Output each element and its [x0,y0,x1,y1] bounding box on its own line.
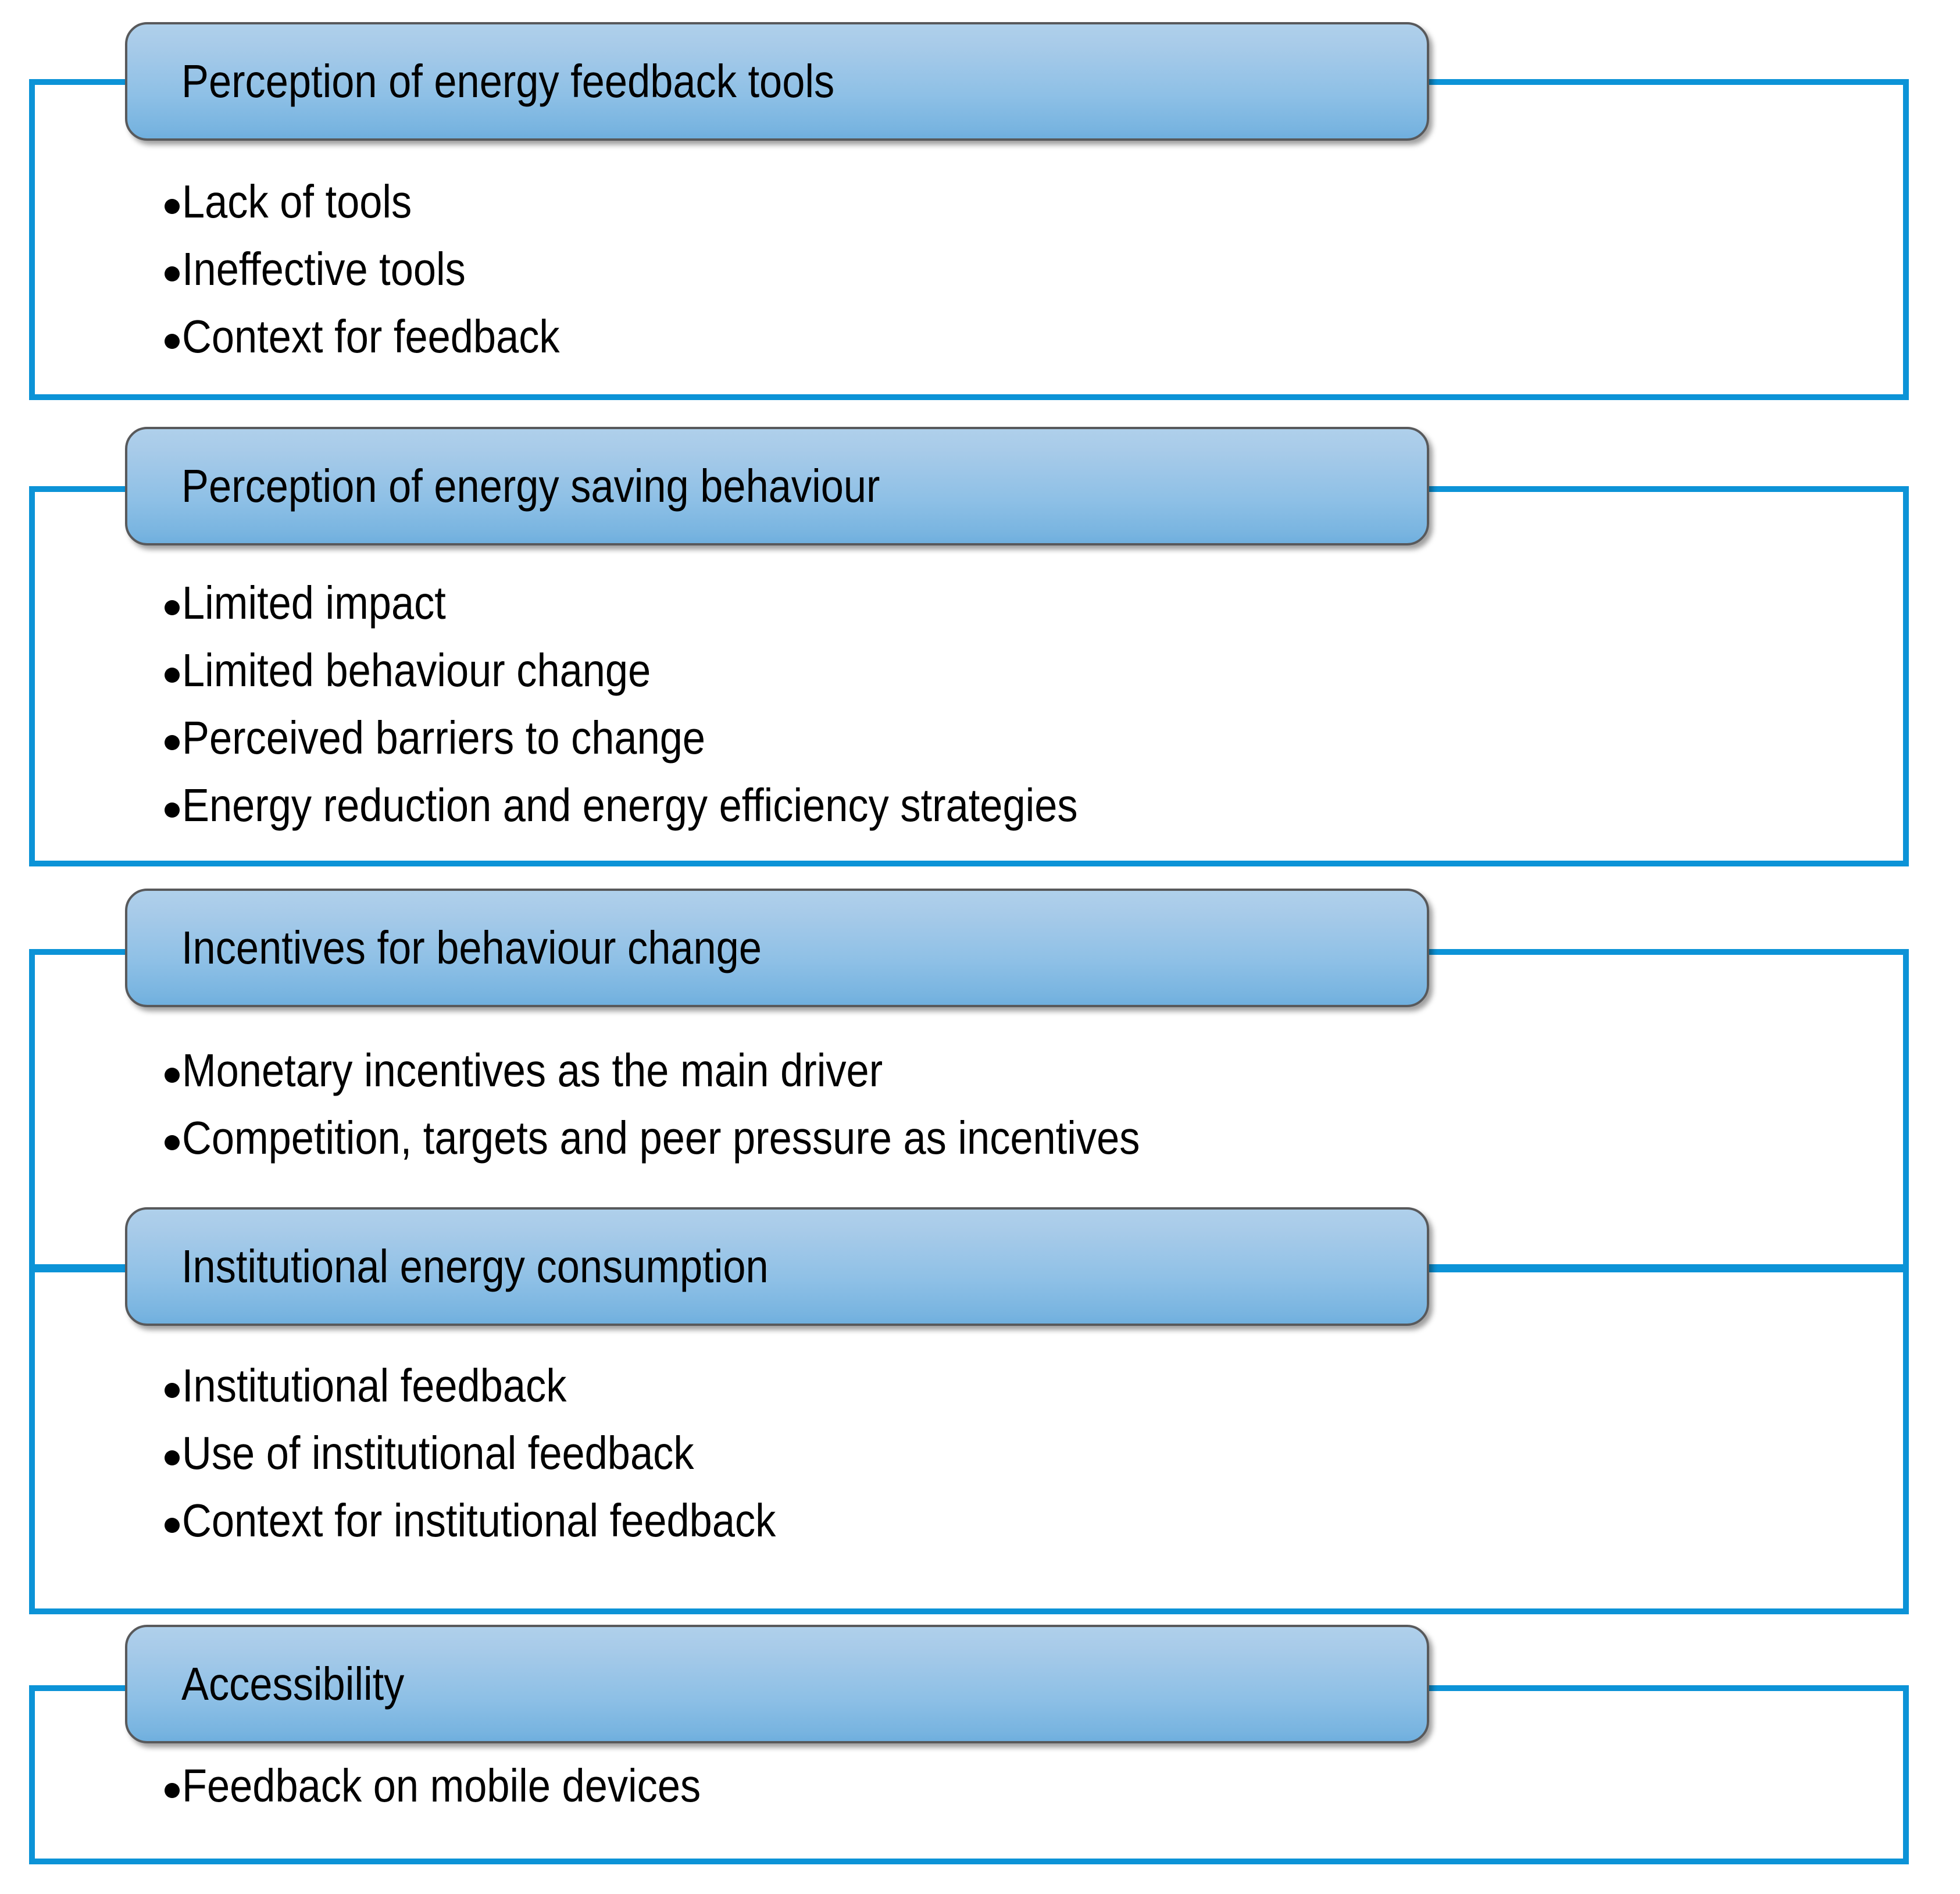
list-item: Perceived barriers to change [165,704,1200,772]
bullet-dot-icon [165,734,180,750]
bullet-dot-icon [165,266,180,281]
bullet-dot-icon [165,1782,180,1798]
section-title-2: Perception of energy saving behaviour [181,460,880,512]
bullet-dot-icon [165,1067,180,1083]
bullet-dot-icon [165,1382,180,1398]
list-item: Context for feedback [165,303,611,370]
list-item: Use of institutional feedback [165,1419,857,1487]
list-item-label: Context for feedback [182,311,560,362]
list-item: Context for institutional feedback [165,1487,857,1554]
list-item-label: Context for institutional feedback [182,1494,776,1546]
section-header-5[interactable]: Accessibility [125,1625,1429,1743]
list-item-label: Limited impact [182,577,446,629]
list-item-label: Monetary incentives as the main driver [182,1044,883,1096]
list-item-label: Competition, targets and peer pressure a… [182,1112,1140,1164]
bullet-dot-icon [165,1517,180,1533]
bullet-dot-icon [165,600,180,615]
list-item: Limited behaviour change [165,637,1200,704]
list-item-label: Energy reduction and energy efficiency s… [182,779,1078,831]
bullet-dot-icon [165,802,180,818]
list-item: Monetary incentives as the main driver [165,1037,1270,1104]
list-item: Ineffective tools [165,236,611,303]
section-title-5: Accessibility [181,1658,405,1710]
list-item: Limited impact [165,569,1200,637]
section-body-2: Limited impact Limited behaviour change … [165,569,1200,839]
list-item: Competition, targets and peer pressure a… [165,1104,1270,1172]
section-body-1: Lack of tools Ineffective tools Context … [165,168,611,370]
section-body-5: Feedback on mobile devices [165,1752,772,1820]
list-item-label: Ineffective tools [182,243,466,295]
section-body-4: Institutional feedback Use of institutio… [165,1352,857,1554]
list-item: Lack of tools [165,168,611,236]
list-item-label: Lack of tools [182,176,412,227]
list-item: Feedback on mobile devices [165,1752,772,1820]
section-header-4[interactable]: Institutional energy consumption [125,1207,1429,1326]
list-item-label: Feedback on mobile devices [182,1760,701,1811]
section-title-3: Incentives for behaviour change [181,922,762,973]
bullet-dot-icon [165,1135,180,1150]
bullet-dot-icon [165,333,180,349]
bullet-dot-icon [165,1450,180,1465]
list-item-label: Use of institutional feedback [182,1427,694,1479]
list-item: Institutional feedback [165,1352,857,1419]
section-header-3[interactable]: Incentives for behaviour change [125,889,1429,1007]
list-item-label: Perceived barriers to change [182,712,706,764]
list-item-label: Institutional feedback [182,1360,567,1411]
section-body-3: Monetary incentives as the main driver C… [165,1037,1270,1172]
bullet-dot-icon [165,198,180,214]
section-header-2[interactable]: Perception of energy saving behaviour [125,427,1429,545]
section-header-1[interactable]: Perception of energy feedback tools [125,22,1429,141]
section-title-1: Perception of energy feedback tools [181,55,835,107]
section-title-4: Institutional energy consumption [181,1240,769,1292]
list-item: Energy reduction and energy efficiency s… [165,772,1200,839]
bullet-dot-icon [165,667,180,683]
list-item-label: Limited behaviour change [182,644,651,696]
